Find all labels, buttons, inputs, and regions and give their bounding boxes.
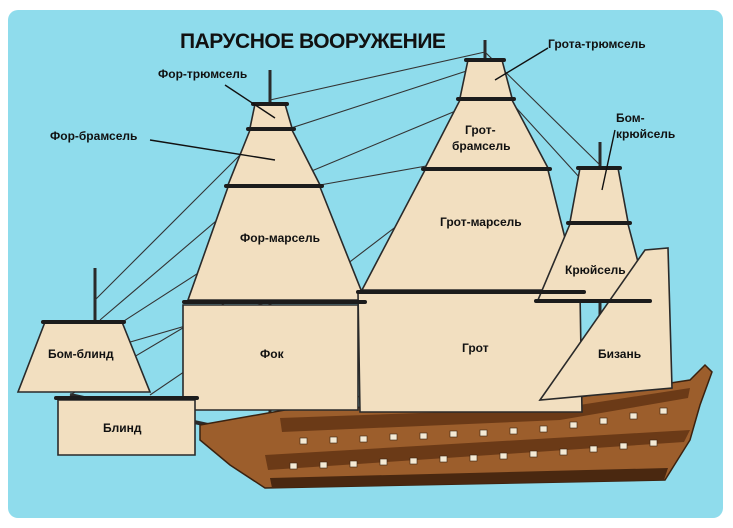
yards bbox=[41, 58, 652, 400]
label-grot-bramsel-line1: Грот- bbox=[465, 123, 496, 137]
label-grot-bramsel-line2: брамсель bbox=[452, 139, 510, 153]
label-fok: Фок bbox=[260, 347, 285, 361]
label-blind: Блинд bbox=[103, 421, 142, 435]
leader-lines bbox=[149, 47, 616, 191]
ship-hull bbox=[199, 363, 713, 489]
label-bom-kruysel-line1: Бом- bbox=[616, 111, 645, 125]
label-kruysel: Крюйсель bbox=[565, 263, 626, 277]
label-for-bramsel: Фор-брамсель bbox=[50, 129, 137, 143]
sail-main-royal bbox=[459, 59, 514, 99]
label-grota-trumsel: Грота-трюмсель bbox=[548, 37, 646, 51]
label-grot-marsel: Грот-марсель bbox=[440, 215, 522, 229]
label-grot: Грот bbox=[462, 341, 489, 355]
diagram-title: ПАРУСНОЕ ВООРУЖЕНИЕ bbox=[180, 30, 446, 53]
sail-mizzen-topgallant bbox=[569, 167, 629, 223]
label-bizan: Бизань bbox=[598, 347, 641, 361]
label-for-trumsel: Фор-трюмсель bbox=[158, 67, 247, 81]
sail-fore-course bbox=[182, 304, 359, 411]
label-for-marsel: Фор-марсель bbox=[240, 231, 320, 245]
label-bom-blind: Бом-блинд bbox=[48, 347, 114, 361]
label-bom-kruysel-line2: крюйсель bbox=[616, 127, 675, 141]
